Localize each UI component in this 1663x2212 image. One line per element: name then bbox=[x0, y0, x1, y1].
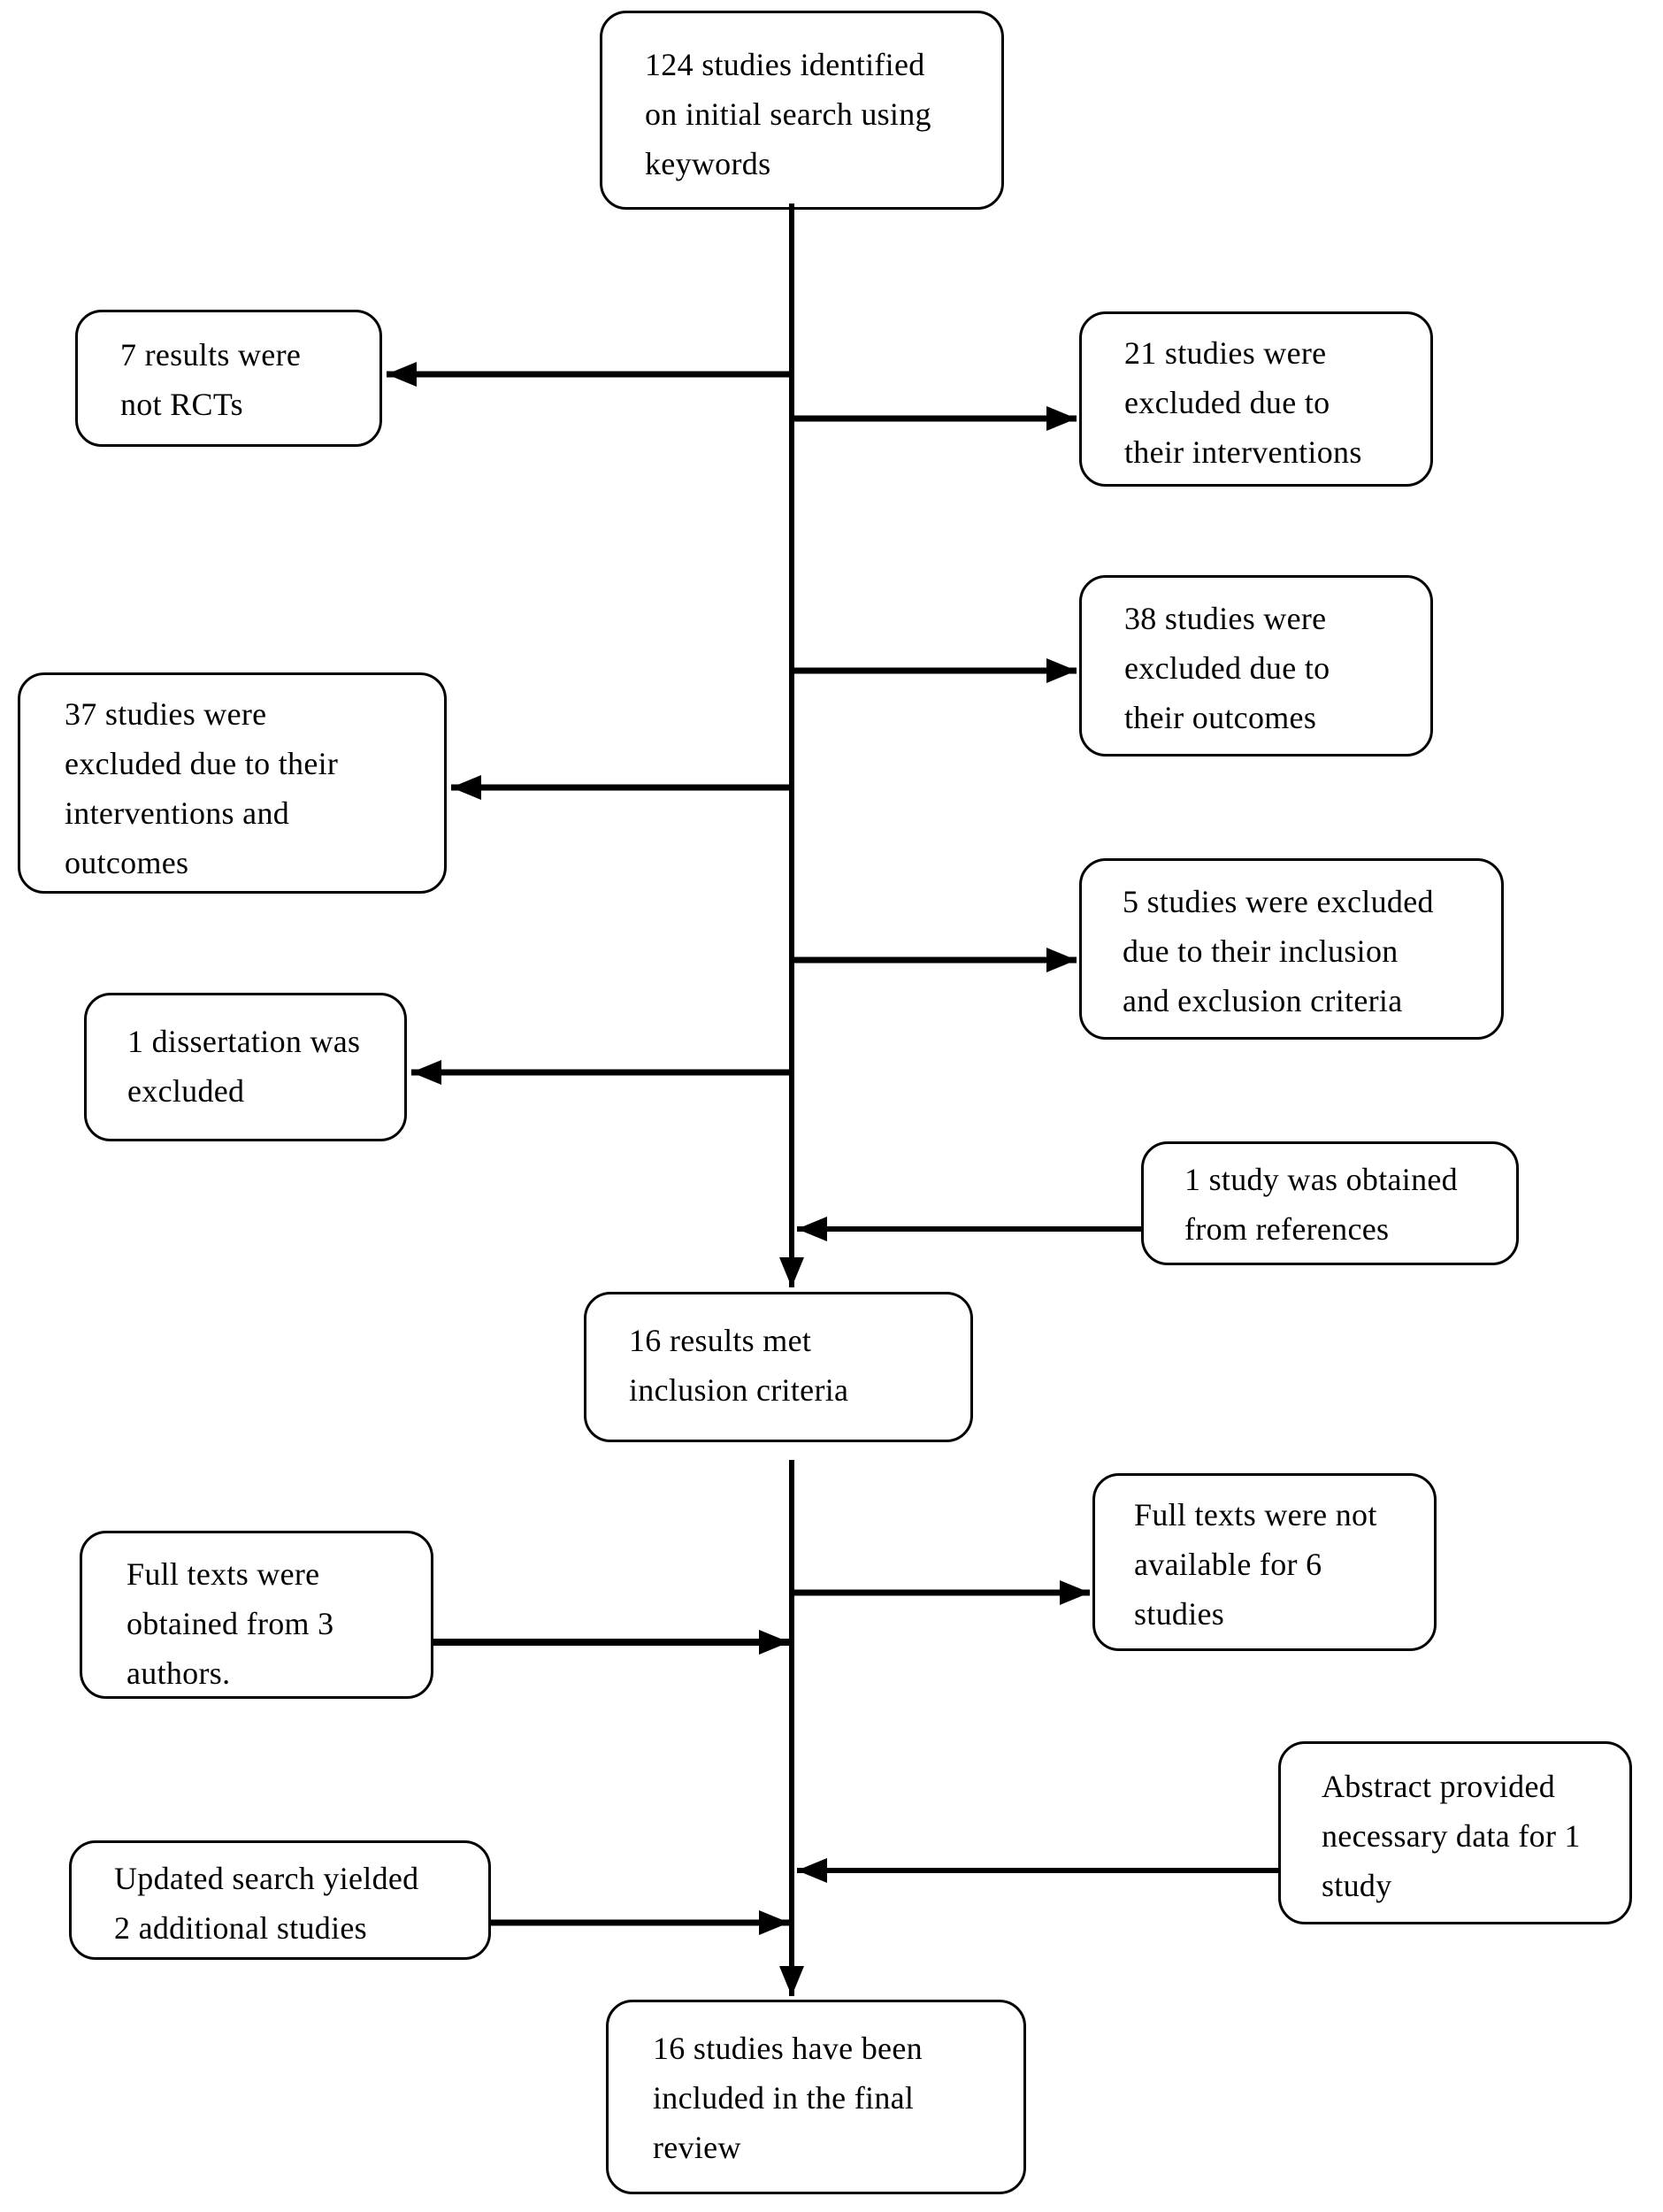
node-excluded-criteria-label: 5 studies were excluded due to their inc… bbox=[1123, 884, 1434, 1018]
node-full-texts-not-available-label: Full texts were not available for 6 stud… bbox=[1134, 1497, 1377, 1632]
node-updated-search: Updated search yielded 2 additional stud… bbox=[69, 1840, 491, 1960]
node-obtained-from-references-label: 1 study was obtained from references bbox=[1184, 1162, 1458, 1247]
node-dissertation-excluded-label: 1 dissertation was excluded bbox=[127, 1024, 361, 1109]
node-obtained-from-references: 1 study was obtained from references bbox=[1141, 1141, 1519, 1265]
node-excluded-criteria: 5 studies were excluded due to their inc… bbox=[1079, 858, 1504, 1040]
node-met-inclusion-criteria-label: 16 results met inclusion criteria bbox=[629, 1323, 849, 1408]
node-met-inclusion-criteria: 16 results met inclusion criteria bbox=[584, 1292, 973, 1442]
node-excluded-interventions-outcomes: 37 studies were excluded due to their in… bbox=[18, 672, 447, 894]
node-initial-search: 124 studies identified on initial search… bbox=[600, 11, 1004, 210]
node-excluded-outcomes: 38 studies were excluded due to their ou… bbox=[1079, 575, 1433, 757]
node-full-texts-not-available: Full texts were not available for 6 stud… bbox=[1092, 1473, 1437, 1651]
node-final-review-label: 16 studies have been included in the fin… bbox=[653, 2031, 923, 2165]
node-excluded-interventions-label: 21 studies were excluded due to their in… bbox=[1124, 335, 1362, 470]
node-initial-search-label: 124 studies identified on initial search… bbox=[645, 47, 931, 181]
node-excluded-outcomes-label: 38 studies were excluded due to their ou… bbox=[1124, 601, 1330, 735]
node-excluded-interventions: 21 studies were excluded due to their in… bbox=[1079, 311, 1433, 487]
node-full-texts-from-authors: Full texts were obtained from 3 authors. bbox=[80, 1531, 433, 1699]
node-full-texts-from-authors-label: Full texts were obtained from 3 authors. bbox=[126, 1556, 334, 1691]
node-not-rcts: 7 results were not RCTs bbox=[75, 310, 382, 447]
node-final-review: 16 studies have been included in the fin… bbox=[606, 2000, 1026, 2194]
node-dissertation-excluded: 1 dissertation was excluded bbox=[84, 993, 407, 1141]
node-not-rcts-label: 7 results were not RCTs bbox=[120, 337, 302, 422]
node-excluded-interventions-outcomes-label: 37 studies were excluded due to their in… bbox=[65, 696, 339, 880]
node-abstract-provided-data-label: Abstract provided necessary data for 1 s… bbox=[1322, 1769, 1581, 1903]
node-abstract-provided-data: Abstract provided necessary data for 1 s… bbox=[1278, 1741, 1632, 1924]
node-updated-search-label: Updated search yielded 2 additional stud… bbox=[114, 1861, 419, 1946]
